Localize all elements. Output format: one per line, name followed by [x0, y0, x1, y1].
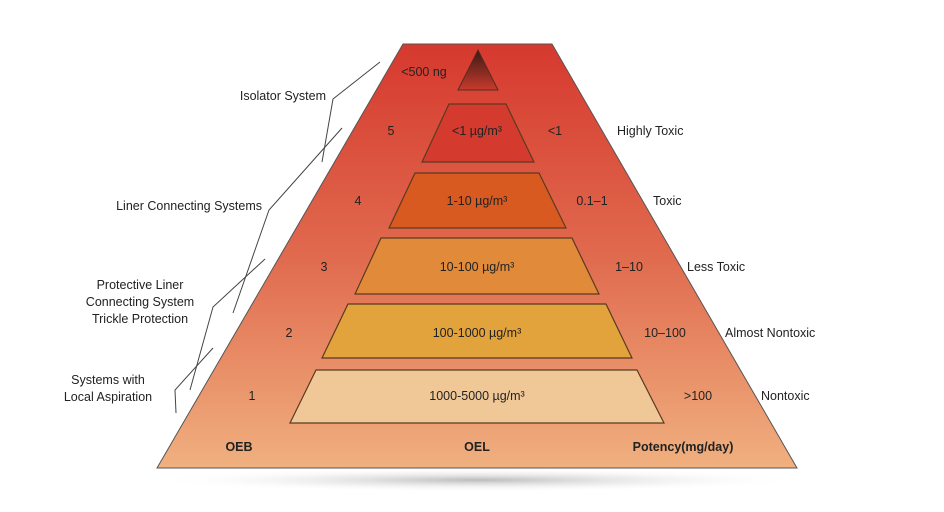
oeb-header: OEB: [225, 440, 252, 454]
apex-triangle: [457, 48, 499, 91]
potency-value: 10–100: [644, 326, 686, 340]
oel-header: OEL: [464, 440, 490, 454]
oeb-value: 2: [286, 326, 293, 340]
oel-value: 1000-5000 µg/m³: [429, 389, 524, 403]
toxicity-label: Less Toxic: [687, 260, 745, 274]
oeb-value: 4: [355, 194, 362, 208]
band-oeb1: [289, 369, 665, 424]
potency-value: <1: [548, 124, 562, 138]
potency-value: >100: [684, 389, 712, 403]
pyramid-shadow: [148, 468, 808, 492]
oel-value: 10-100 µg/m³: [440, 260, 515, 274]
system-label-isolator: Isolator System: [240, 89, 326, 103]
system-label-local-1: Systems with: [71, 373, 145, 387]
potency-header: Potency(mg/day): [633, 440, 734, 454]
apex-label: <500 ng: [401, 65, 447, 79]
toxicity-label: Almost Nontoxic: [725, 326, 815, 340]
system-label-liner: Liner Connecting Systems: [116, 199, 262, 213]
oel-value: 1-10 µg/m³: [447, 194, 508, 208]
band-oeb3: [354, 237, 600, 295]
toxicity-label: Highly Toxic: [617, 124, 683, 138]
system-label-protective-1: Protective Liner: [97, 278, 184, 292]
oel-value: <1 µg/m³: [452, 124, 502, 138]
toxicity-label: Toxic: [653, 194, 681, 208]
toxicity-label: Nontoxic: [761, 389, 810, 403]
system-range-brackets: [174, 61, 381, 414]
system-label-protective-2: Connecting System: [86, 295, 194, 309]
band-oeb2: [321, 303, 633, 359]
band-oeb5: [421, 103, 535, 163]
oel-value: 100-1000 µg/m³: [433, 326, 522, 340]
potency-value: 0.1–1: [576, 194, 607, 208]
oeb-value: 1: [249, 389, 256, 403]
band-oeb4: [388, 172, 567, 229]
oeb-value: 3: [321, 260, 328, 274]
system-label-local-2: Local Aspiration: [64, 390, 152, 404]
oeb-value: 5: [388, 124, 395, 138]
system-label-protective-3: Trickle Protection: [92, 312, 188, 326]
potency-value: 1–10: [615, 260, 643, 274]
